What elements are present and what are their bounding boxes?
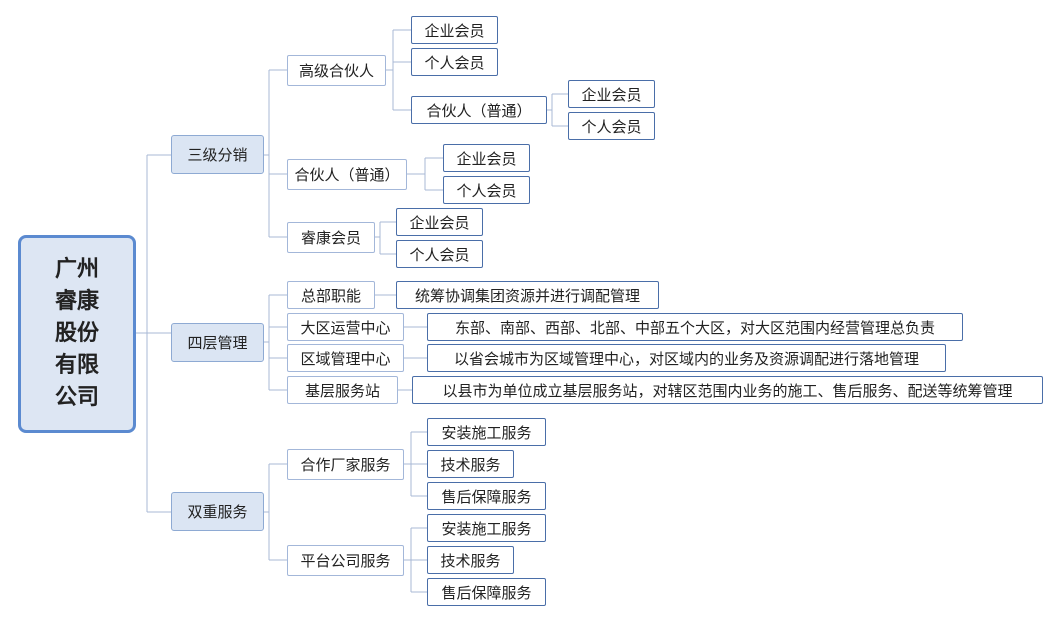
node-enterprise-member[interactable]: 企业会员: [411, 16, 498, 44]
root-line: 广州: [54, 257, 99, 283]
node-technical-service[interactable]: 技术服务: [427, 546, 514, 574]
node-individual-member[interactable]: 个人会员: [411, 48, 498, 76]
root-line: 股份: [54, 321, 99, 347]
node-partner-normal[interactable]: 合伙人（普通）: [411, 96, 547, 124]
node-individual-member[interactable]: 个人会员: [568, 112, 655, 140]
node-ruikang-member[interactable]: 睿康会员: [287, 222, 375, 253]
node-three-level-distribution[interactable]: 三级分销: [171, 135, 264, 174]
node-grassroots-service-station[interactable]: 基层服务站: [287, 376, 398, 404]
node-regional-operation-desc[interactable]: 东部、南部、西部、北部、中部五个大区，对大区范围内经营管理总负责: [427, 313, 963, 341]
node-after-sales-service[interactable]: 售后保障服务: [427, 578, 546, 606]
node-grassroots-service-desc[interactable]: 以县市为单位成立基层服务站，对辖区范围内业务的施工、售后服务、配送等统筹管理: [412, 376, 1043, 404]
root-line: 公司: [54, 384, 99, 410]
node-dual-service[interactable]: 双重服务: [171, 492, 264, 531]
node-headquarters-function[interactable]: 总部职能: [287, 281, 375, 309]
node-individual-member[interactable]: 个人会员: [396, 240, 483, 268]
node-area-management-desc[interactable]: 以省会城市为区域管理中心，对区域内的业务及资源调配进行落地管理: [427, 344, 946, 372]
node-partner-manufacturer-service[interactable]: 合作厂家服务: [287, 449, 404, 480]
node-four-layer-management[interactable]: 四层管理: [171, 323, 264, 362]
node-enterprise-member[interactable]: 企业会员: [568, 80, 655, 108]
node-senior-partner[interactable]: 高级合伙人: [287, 55, 386, 86]
node-enterprise-member[interactable]: 企业会员: [443, 144, 530, 172]
node-enterprise-member[interactable]: 企业会员: [396, 208, 483, 236]
node-partner-normal[interactable]: 合伙人（普通）: [287, 159, 407, 190]
root-company-node[interactable]: 广州 睿康 股份 有限 公司: [18, 235, 136, 433]
node-installation-service[interactable]: 安装施工服务: [427, 418, 546, 446]
node-headquarters-desc[interactable]: 统筹协调集团资源并进行调配管理: [396, 281, 659, 309]
root-line: 有限: [54, 352, 99, 378]
node-area-management-center[interactable]: 区域管理中心: [287, 344, 404, 372]
root-line: 睿康: [54, 289, 99, 315]
node-after-sales-service[interactable]: 售后保障服务: [427, 482, 546, 510]
node-technical-service[interactable]: 技术服务: [427, 450, 514, 478]
node-installation-service[interactable]: 安装施工服务: [427, 514, 546, 542]
node-platform-company-service[interactable]: 平台公司服务: [287, 545, 404, 576]
node-regional-operation-center[interactable]: 大区运营中心: [287, 313, 404, 341]
node-individual-member[interactable]: 个人会员: [443, 176, 530, 204]
